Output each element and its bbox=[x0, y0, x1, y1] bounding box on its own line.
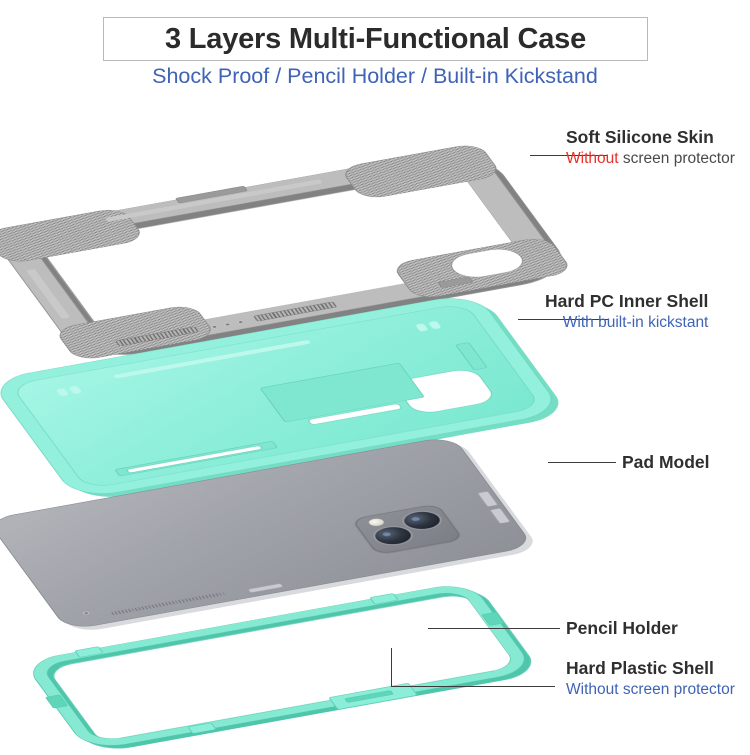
leader-line-hard-plastic-shell-v bbox=[391, 648, 392, 686]
page-title-box: 3 Layers Multi-Functional Case bbox=[103, 17, 648, 61]
leader-line-pencil-holder bbox=[428, 628, 560, 629]
callout-subtitle-hard-plastic-shell: Without screen protector bbox=[566, 681, 735, 698]
leader-line-hard-pc-inner-shell bbox=[518, 319, 608, 320]
callout-pad-model: Pad Model bbox=[622, 451, 710, 473]
callout-hard-pc-inner-shell: Hard PC Inner Shell With built-in kickst… bbox=[545, 290, 708, 333]
callout-rest-screen-protector: screen protector bbox=[618, 150, 735, 167]
callout-subtitle-hard-pc-inner-shell: With built-in kickstant bbox=[562, 314, 709, 331]
page-title: 3 Layers Multi-Functional Case bbox=[164, 22, 587, 55]
callout-title-hard-plastic-shell: Hard Plastic Shell bbox=[566, 658, 714, 678]
leader-line-hard-plastic-shell-h bbox=[391, 686, 555, 687]
callout-title-soft-silicone-skin: Soft Silicone Skin bbox=[566, 127, 714, 147]
callout-title-pencil-holder: Pencil Holder bbox=[566, 618, 678, 638]
callout-title-pad-model: Pad Model bbox=[622, 452, 710, 472]
page-subtitle: Shock Proof / Pencil Holder / Built-in K… bbox=[152, 64, 598, 88]
callout-emphasis-without: Without bbox=[566, 150, 619, 167]
callout-pencil-holder: Pencil Holder bbox=[566, 617, 678, 639]
leader-line-soft-silicone-skin bbox=[530, 155, 608, 156]
callout-hard-plastic-shell: Hard Plastic Shell Without screen protec… bbox=[566, 657, 735, 700]
callout-title-hard-pc-inner-shell: Hard PC Inner Shell bbox=[545, 291, 709, 311]
callout-soft-silicone-skin: Soft Silicone Skin Without screen protec… bbox=[566, 126, 735, 169]
leader-line-pad-model bbox=[548, 462, 616, 463]
callout-subtitle-soft-silicone-skin: Without screen protector bbox=[566, 148, 735, 169]
